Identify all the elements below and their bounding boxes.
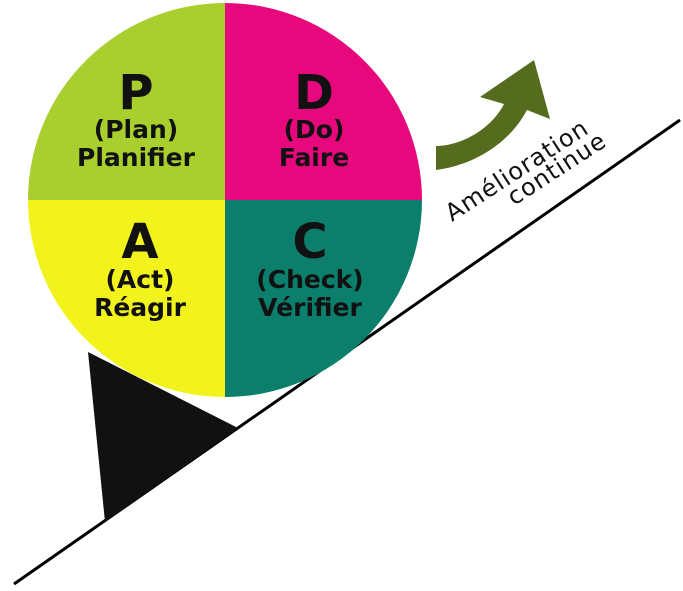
act-letter: A <box>121 214 158 270</box>
plan-french: Planifier <box>77 143 196 172</box>
do-english: (Do) <box>284 115 345 144</box>
plan-letter: P <box>118 65 153 121</box>
check-letter: C <box>292 214 327 270</box>
act-english: (Act) <box>106 265 175 294</box>
curved-up-arrow-icon <box>436 60 550 170</box>
act-french: Réagir <box>94 293 187 322</box>
check-english: (Check) <box>256 265 363 294</box>
plan-english: (Plan) <box>94 115 178 144</box>
pdca-wheel <box>28 3 422 397</box>
do-french: Faire <box>279 143 349 172</box>
wedge-stopper <box>88 352 238 522</box>
do-letter: D <box>294 65 334 121</box>
check-french: Vérifier <box>258 293 362 322</box>
